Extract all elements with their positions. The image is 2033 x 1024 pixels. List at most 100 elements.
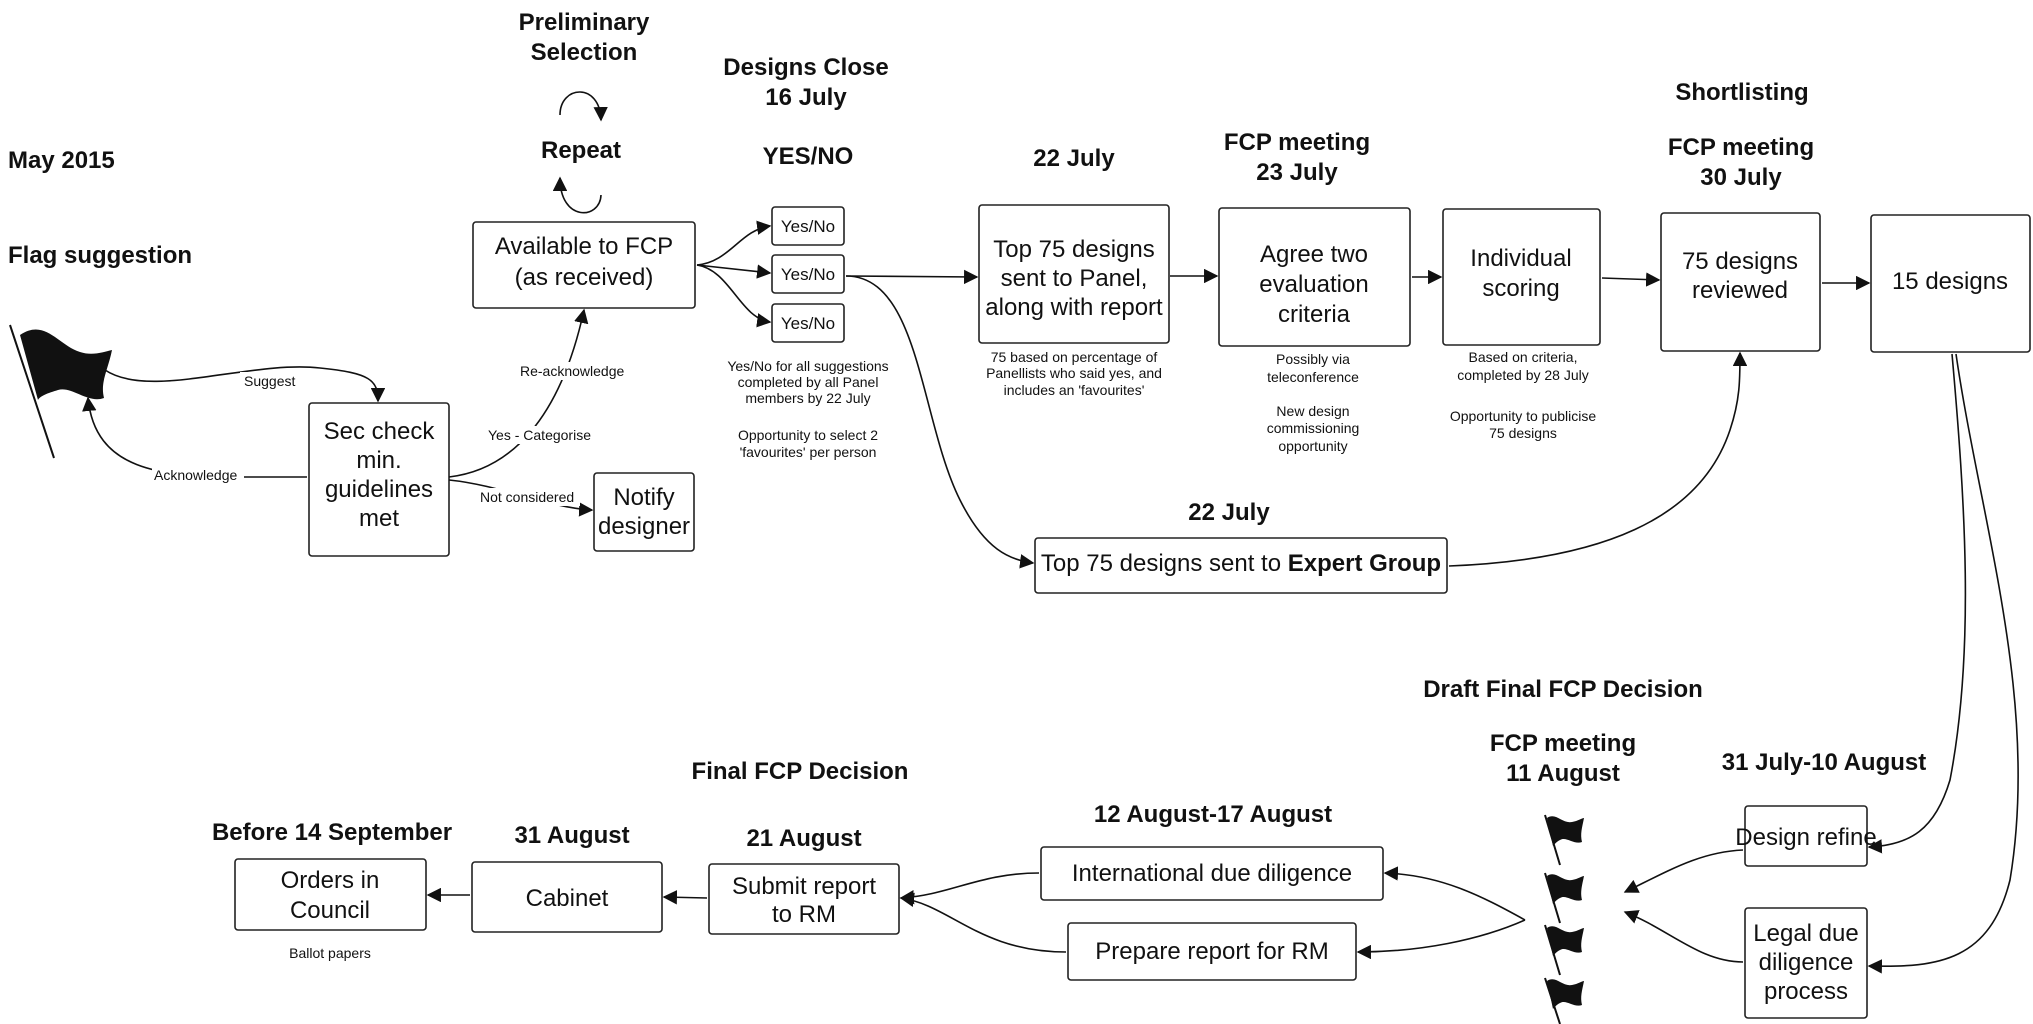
- svg-text:Yes/No for all suggestions: Yes/No for all suggestions: [727, 358, 888, 374]
- prepare-to-submit-arrow: [899, 892, 1067, 953]
- svg-text:Submit report: Submit report: [732, 873, 876, 900]
- refine-to-flags-arrow: [1623, 849, 1744, 893]
- svg-text:met: met: [359, 505, 399, 532]
- cabinet-box: Cabinet: [471, 861, 663, 933]
- notify-designer-box: Notify designer: [593, 472, 695, 552]
- international-diligence-box: International due diligence: [1040, 846, 1384, 901]
- to-design-refine-arrow: [1867, 353, 1967, 854]
- svg-text:designer: designer: [598, 513, 690, 540]
- to-reviewed-arrow: [1601, 272, 1661, 287]
- to-expert-arrow: [845, 275, 1035, 569]
- top-75-note: 75 based on percentage of Panellists who…: [986, 349, 1162, 398]
- expert-to-reviewed-arrow: [1448, 351, 1748, 567]
- ballot-papers-note: Ballot papers: [289, 945, 371, 961]
- heading-31-july-10-august: 31 July-10 August: [1722, 749, 1927, 776]
- to-top75-arrow: [845, 269, 979, 285]
- designs-reviewed-box: 75 designs reviewed: [1660, 212, 1821, 352]
- svg-text:evaluation: evaluation: [1259, 271, 1368, 298]
- heading-12-17-august: 12 August-17 August: [1094, 801, 1332, 828]
- svg-text:Opportunity to publicise: Opportunity to publicise: [1450, 408, 1597, 424]
- svg-text:Acknowledge: Acknowledge: [154, 467, 237, 483]
- svg-text:Not considered: Not considered: [480, 489, 574, 505]
- svg-text:Panellists who said yes, and: Panellists who said yes, and: [986, 365, 1162, 381]
- svg-text:scoring: scoring: [1482, 275, 1559, 302]
- design-refine-box: Design refine: [1735, 805, 1877, 867]
- agree-criteria-note: Possibly via teleconference New design c…: [1267, 351, 1360, 454]
- svg-text:opportunity: opportunity: [1278, 438, 1347, 454]
- heading-designs-close: Designs Close: [723, 54, 888, 81]
- prepare-report-box: Prepare report for RM: [1067, 922, 1357, 981]
- svg-text:75 designs: 75 designs: [1682, 248, 1798, 275]
- heading-yes-no: YES/NO: [763, 143, 854, 170]
- svg-text:process: process: [1764, 978, 1848, 1005]
- svg-text:criteria: criteria: [1278, 301, 1351, 328]
- acknowledge-arrow: [82, 396, 307, 478]
- to-yesno-1-arrow: [696, 220, 772, 266]
- legal-to-flags-arrow: [1623, 910, 1744, 963]
- intl-to-submit-arrow: [899, 872, 1040, 905]
- re-acknowledge-arrow: [448, 308, 589, 478]
- svg-text:completed by 28 July: completed by 28 July: [1457, 367, 1589, 383]
- yes-no-box-1: Yes/No: [771, 206, 845, 246]
- svg-text:75 based on percentage of: 75 based on percentage of: [991, 349, 1158, 365]
- flag-icon: [9, 324, 112, 459]
- flags-icon-group: [1544, 814, 1584, 1024]
- to-legal-arrow: [1867, 353, 2019, 974]
- heading-22-july: 22 July: [1033, 145, 1115, 172]
- svg-text:Individual: Individual: [1470, 245, 1571, 272]
- svg-text:Yes/No: Yes/No: [781, 217, 835, 236]
- heading-21-august: 21 August: [746, 825, 861, 852]
- agree-criteria-box: Agree two evaluation criteria: [1218, 207, 1411, 347]
- flag-icon: [1544, 814, 1584, 866]
- re-acknowledge-label: Re-acknowledge: [518, 362, 630, 380]
- flag-icon: [1544, 872, 1584, 924]
- svg-text:Design refine: Design refine: [1735, 824, 1876, 851]
- svg-text:Yes - Categorise: Yes - Categorise: [488, 427, 591, 443]
- flag-icon: [1544, 977, 1584, 1024]
- repeat-arrow-bottom: [552, 176, 602, 214]
- svg-text:to RM: to RM: [772, 901, 836, 928]
- heading-may-2015: May 2015: [8, 147, 115, 174]
- svg-text:75 designs: 75 designs: [1489, 425, 1557, 441]
- svg-text:Available to FCP: Available to FCP: [495, 233, 673, 260]
- individual-scoring-box: Individual scoring: [1442, 208, 1601, 346]
- svg-text:Orders in: Orders in: [281, 867, 380, 894]
- heading-fcp-meeting-30: FCP meeting: [1668, 134, 1814, 161]
- yes-no-box-3: Yes/No: [771, 303, 845, 343]
- heading-11-august: 11 August: [1506, 760, 1620, 787]
- heading-preliminary: Preliminary: [519, 9, 650, 36]
- legal-diligence-box: Legal due diligence process: [1744, 907, 1868, 1019]
- svg-text:teleconference: teleconference: [1267, 369, 1359, 385]
- heading-23-july: 23 July: [1256, 159, 1338, 186]
- svg-text:Legal due: Legal due: [1753, 920, 1858, 947]
- individual-scoring-note: Based on criteria, completed by 28 July …: [1450, 349, 1597, 441]
- yes-no-note: Yes/No for all suggestions completed by …: [727, 358, 888, 460]
- svg-text:members by 22 July: members by 22 July: [745, 390, 870, 406]
- suggest-arrow: [104, 366, 386, 403]
- to-international-arrow: [1383, 866, 1526, 921]
- heading-selection: Selection: [531, 39, 638, 66]
- suggest-label: Suggest: [240, 372, 298, 390]
- fifteen-designs-box: 15 designs: [1870, 214, 2031, 353]
- svg-text:commissioning: commissioning: [1267, 420, 1360, 436]
- svg-text:includes an 'favourites': includes an 'favourites': [1004, 382, 1145, 398]
- to-cabinet-arrow: [662, 890, 708, 905]
- svg-text:along with report: along with report: [985, 294, 1163, 321]
- heading-before-14-september: Before 14 September: [212, 819, 452, 846]
- svg-text:Opportunity to select 2: Opportunity to select 2: [738, 427, 878, 443]
- to-yesno-2-arrow: [696, 264, 772, 279]
- svg-text:guidelines: guidelines: [325, 476, 433, 503]
- heading-31-august: 31 August: [514, 822, 629, 849]
- heading-flag-suggestion: Flag suggestion: [8, 242, 192, 269]
- svg-text:International due diligence: International due diligence: [1072, 860, 1352, 887]
- svg-text:completed by all Panel: completed by all Panel: [738, 374, 879, 390]
- heading-shortlisting: Shortlisting: [1675, 79, 1808, 106]
- svg-text:(as received): (as received): [515, 264, 654, 291]
- svg-text:min.: min.: [356, 447, 401, 474]
- svg-text:15 designs: 15 designs: [1892, 268, 2008, 295]
- svg-text:Cabinet: Cabinet: [526, 885, 609, 912]
- svg-text:Top 75 designs: Top 75 designs: [993, 236, 1154, 263]
- svg-text:sent to Panel,: sent to Panel,: [1001, 265, 1148, 292]
- svg-text:Possibly via: Possibly via: [1276, 351, 1350, 367]
